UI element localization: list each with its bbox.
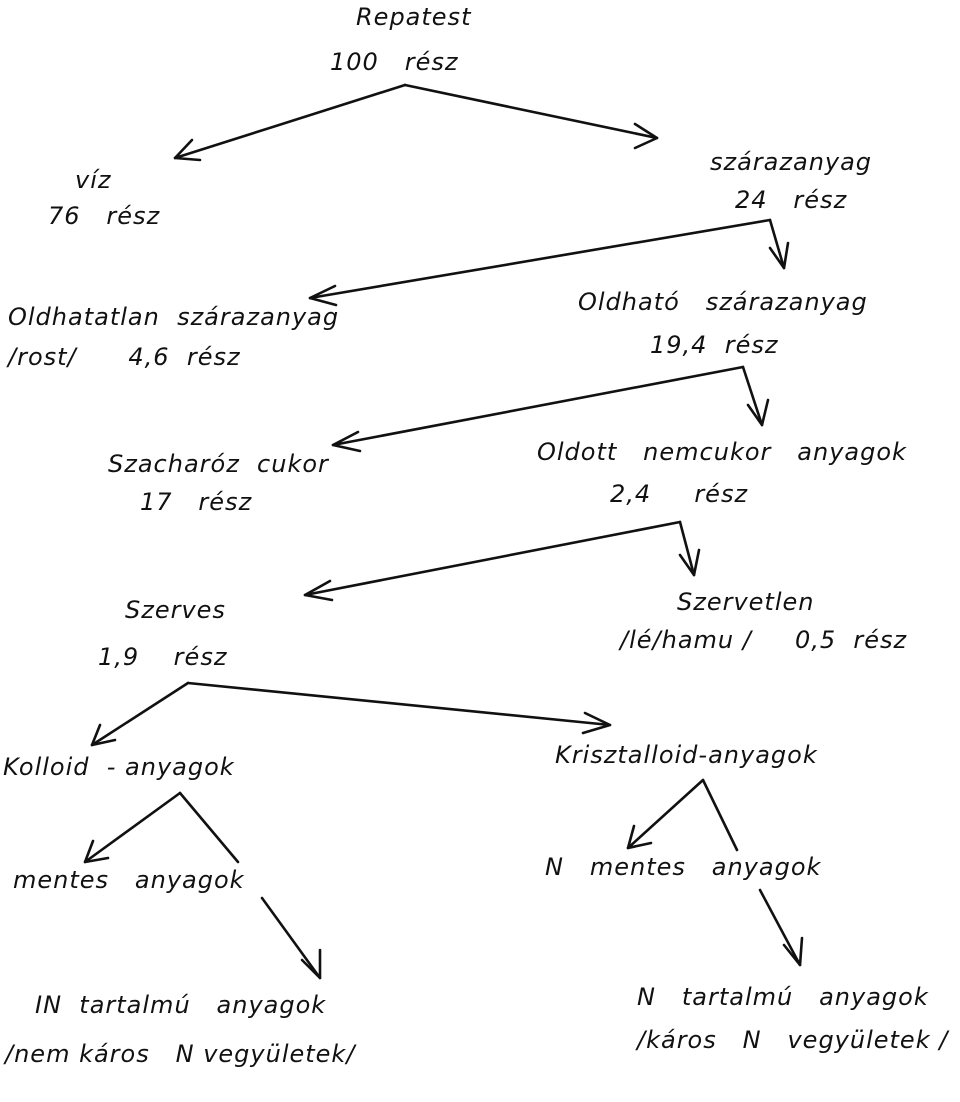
node-viz-amount: 76 rész bbox=[48, 202, 161, 230]
node-oldhatatlan-amount: /rost/ 4,6 rész bbox=[8, 343, 241, 371]
node-oldhato-amount: 19,4 rész bbox=[650, 331, 779, 359]
node-kriszt-tartalmu-name: N tartalmú anyagok bbox=[637, 983, 929, 1011]
node-oldott-name: Oldott nemcukor anyagok bbox=[537, 438, 907, 466]
edge-krisztalloid-tartalmu bbox=[701, 778, 804, 967]
edge-repatest-szarazanyag bbox=[403, 83, 659, 150]
edge-oldott-szerves bbox=[303, 520, 682, 602]
node-szervetlen-name: Szervetlen bbox=[677, 588, 815, 616]
node-krisztalloid-name: Krisztalloid-anyagok bbox=[555, 741, 818, 769]
node-kolloid-name: Kolloid - anyagok bbox=[3, 753, 235, 781]
edge-oldhato-oldott bbox=[741, 365, 770, 427]
node-oldhato-name: Oldható szárazanyag bbox=[578, 288, 868, 316]
node-szarazanyag-amount: 24 rész bbox=[735, 186, 848, 214]
node-szerves-name: Szerves bbox=[125, 596, 226, 624]
edge-szarazanyag-oldhato bbox=[768, 218, 790, 270]
node-szarazanyag-name: szárazanyag bbox=[710, 148, 873, 176]
edge-oldhato-szacharoz bbox=[331, 365, 745, 453]
node-repatest-amount: 100 rész bbox=[330, 48, 459, 76]
node-kolloid-tartalmu-note: /nem káros N vegyületek/ bbox=[5, 1040, 356, 1068]
node-szervetlen-amount: /lé/hamu / 0,5 rész bbox=[620, 626, 908, 654]
node-szacharoz-amount: 17 rész bbox=[140, 488, 253, 516]
edge-szerves-kolloid bbox=[90, 681, 190, 747]
edge-kolloid-mentes bbox=[83, 791, 182, 864]
edge-kolloid-tartalmu bbox=[178, 791, 322, 980]
node-kolloid-mentes-name: mentes anyagok bbox=[13, 866, 245, 894]
node-kriszt-mentes-name: N mentes anyagok bbox=[545, 853, 822, 881]
node-oldott-amount: 2,4 rész bbox=[610, 480, 749, 508]
edge-krisztalloid-mentes bbox=[626, 778, 705, 850]
node-szerves-amount: 1,9 rész bbox=[98, 643, 228, 671]
edge-oldott-szervetlen bbox=[678, 520, 701, 577]
node-viz-name: víz bbox=[75, 166, 112, 194]
node-kriszt-tartalmu-note: /káros N vegyületek / bbox=[637, 1026, 949, 1054]
node-szacharoz-name: Szacharóz cukor bbox=[108, 450, 329, 478]
edge-szarazanyag-oldhatatlan bbox=[308, 218, 772, 307]
edge-szerves-krisztalloid bbox=[186, 681, 612, 735]
node-kolloid-tartalmu-name: IN tartalmú anyagok bbox=[35, 991, 327, 1019]
node-oldhatatlan-name: Oldhatatlan szárazanyag bbox=[8, 303, 340, 331]
edge-repatest-viz bbox=[173, 83, 407, 162]
node-repatest-name: Repatest bbox=[356, 3, 472, 31]
